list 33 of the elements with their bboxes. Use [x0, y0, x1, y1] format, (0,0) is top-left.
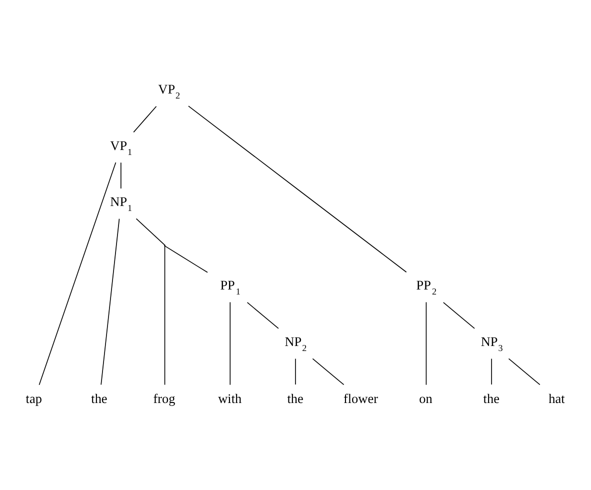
connector: [442, 302, 475, 328]
node-text: hat: [548, 390, 565, 406]
connector: [133, 105, 157, 132]
connector: [120, 162, 122, 188]
connector: [136, 218, 166, 245]
connector: [508, 358, 540, 385]
connector: [230, 301, 231, 385]
connector: [491, 358, 492, 384]
node-point: [164, 244, 166, 246]
node-text: NP$_{3}$: [480, 333, 503, 352]
node-text: the: [91, 390, 108, 406]
node-text: PP$_{2}$: [416, 277, 437, 296]
connector: [295, 358, 296, 384]
node-text: VP$_{2}$: [158, 81, 180, 100]
connector: [164, 245, 208, 272]
node-text: NP$_{1}$: [110, 194, 132, 213]
connector: [188, 105, 407, 272]
connector: [164, 245, 166, 385]
connector: [426, 301, 427, 385]
node-text: VP$_{1}$: [110, 137, 132, 156]
connector: [38, 162, 116, 385]
node-text: on: [419, 390, 432, 406]
node-text: the: [483, 390, 500, 406]
node-text: flower: [343, 390, 378, 406]
node-text: PP$_{1}$: [220, 277, 240, 296]
node-text: with: [218, 390, 242, 406]
node-text: tap: [26, 390, 42, 406]
connector: [246, 302, 279, 328]
node-text: the: [287, 390, 304, 406]
connector: [312, 358, 344, 385]
node-text: frog: [153, 390, 176, 406]
node-text: NP$_{2}$: [284, 333, 307, 352]
connector: [100, 218, 120, 385]
